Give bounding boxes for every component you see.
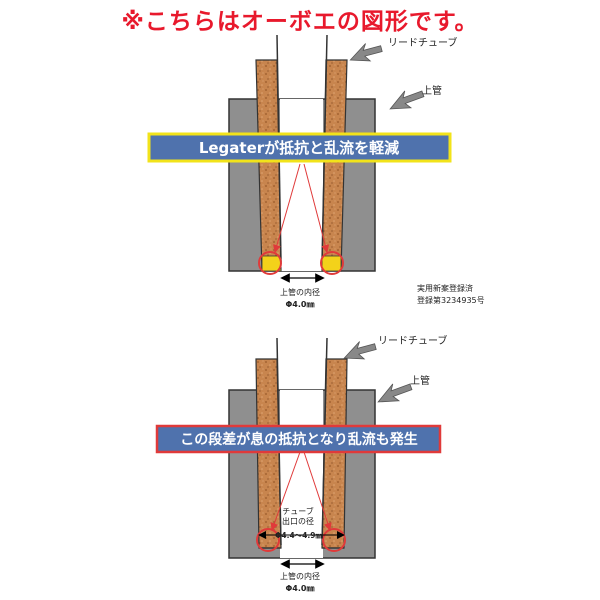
tube-exit-label-line2: 出口の径 — [282, 516, 314, 526]
pipe-label: 上管 — [422, 84, 442, 97]
inner-diameter-size: Φ4.0㎜ — [286, 300, 315, 309]
tube-exit-label-line1: チューブ — [282, 506, 314, 516]
highlight-circle-left — [258, 251, 282, 275]
tube-exit-size: Φ4.4〜4.9㎜ — [275, 531, 323, 540]
reed-tube-label: リードチューブ — [388, 36, 457, 49]
highlight-circle-right — [322, 528, 346, 552]
pointer-line-left — [273, 163, 301, 253]
banner-text: この段差が息の抵抗となり乱流も発生 — [180, 431, 418, 448]
bottom-diagram: この段差が息の抵抗となり乱流も発生 チューブ 出口の径 Φ4.4〜4.9㎜ 上管… — [155, 334, 447, 593]
pipe-bore — [280, 99, 323, 271]
patent-note-line2: 登録第3234935号 — [417, 295, 485, 305]
highlight-circle-left — [256, 528, 280, 552]
pipe-arrow-icon — [389, 90, 425, 110]
banner-text: Legaterが抵抗と乱流を軽減 — [199, 139, 399, 157]
inner-diameter-label: 上管の内径 — [280, 287, 320, 297]
banner-box — [147, 132, 452, 163]
reed-tube-arrow-icon — [343, 341, 377, 360]
pointer-line-right — [303, 451, 332, 531]
pointer-line-right — [303, 163, 330, 253]
pipe-label: 上管 — [410, 374, 430, 387]
pipe-bore — [280, 390, 323, 558]
page-title: ※こちらはオーボエの図形です。 — [121, 9, 479, 35]
banner-box — [155, 424, 442, 454]
reed-tube-label: リードチューブ — [378, 334, 447, 347]
legater-left-insert — [261, 255, 282, 272]
top-diagram: Legaterが抵抗と乱流を軽減 上管の内径 Φ4.0㎜ 実用新案登録済 登録第… — [147, 34, 485, 309]
legater-right-insert — [321, 255, 342, 272]
inner-diameter-size: Φ4.0㎜ — [286, 584, 315, 593]
pipe-arrow-icon — [377, 383, 413, 403]
inner-diameter-label: 上管の内径 — [280, 571, 320, 581]
patent-note-line1: 実用新案登録済 — [417, 283, 473, 293]
reed-tube-arrow-icon — [349, 43, 383, 62]
pointer-line-left — [270, 451, 301, 531]
highlight-circle-right — [320, 251, 344, 275]
